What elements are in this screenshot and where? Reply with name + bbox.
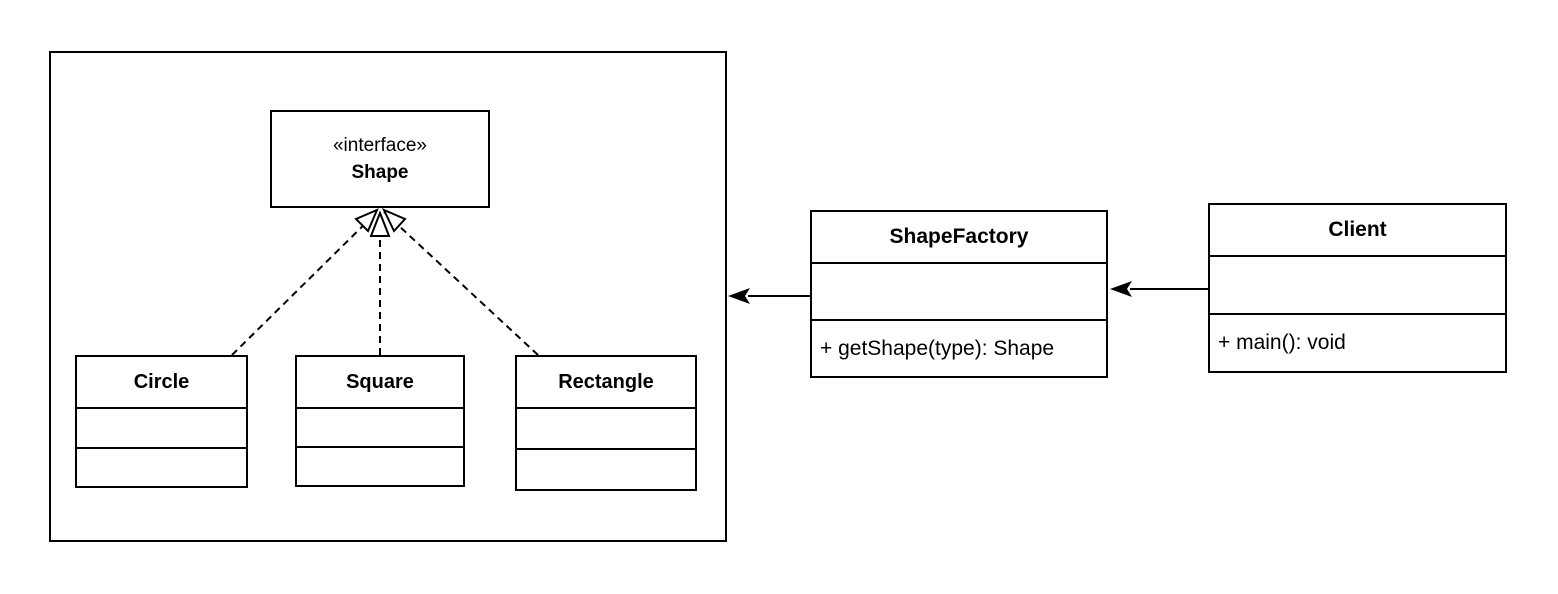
node-shape-factory[interactable]: ShapeFactory + getShape(type): Shape [810, 210, 1108, 378]
node-shape-interface[interactable]: «interface» Shape [270, 110, 490, 208]
rectangle-class-name: Rectangle [558, 370, 654, 393]
client-class-name: Client [1328, 218, 1387, 241]
edge-dependency-factory-shapes [728, 288, 810, 304]
shape-interface-name: Shape [351, 162, 409, 183]
rectangle-attributes-compartment [517, 407, 695, 448]
shape-factory-method: + getShape(type): Shape [812, 319, 1106, 376]
edge-dependency-client-factory [1110, 281, 1208, 297]
node-square[interactable]: Square [295, 355, 465, 487]
shape-factory-class-name: ShapeFactory [889, 225, 1029, 248]
node-client[interactable]: Client + main(): void [1208, 203, 1507, 373]
client-method: + main(): void [1210, 313, 1505, 371]
square-class-name: Square [346, 370, 414, 393]
circle-attributes-compartment [77, 407, 246, 447]
client-attributes-compartment [1210, 255, 1505, 313]
circle-class-name: Circle [133, 370, 190, 393]
dependency-arrowhead-icon [728, 288, 750, 304]
rectangle-methods-compartment [517, 448, 695, 489]
node-rectangle[interactable]: Rectangle [515, 355, 697, 491]
shape-interface-stereotype: «interface» [332, 135, 427, 156]
circle-methods-compartment [77, 446, 246, 487]
shape-factory-attributes-compartment [812, 262, 1106, 319]
square-methods-compartment [297, 446, 463, 485]
shapes-group-box[interactable] [49, 51, 727, 542]
dependency-arrowhead-icon [1110, 281, 1132, 297]
node-circle[interactable]: Circle [75, 355, 248, 488]
square-attributes-compartment [297, 407, 463, 446]
